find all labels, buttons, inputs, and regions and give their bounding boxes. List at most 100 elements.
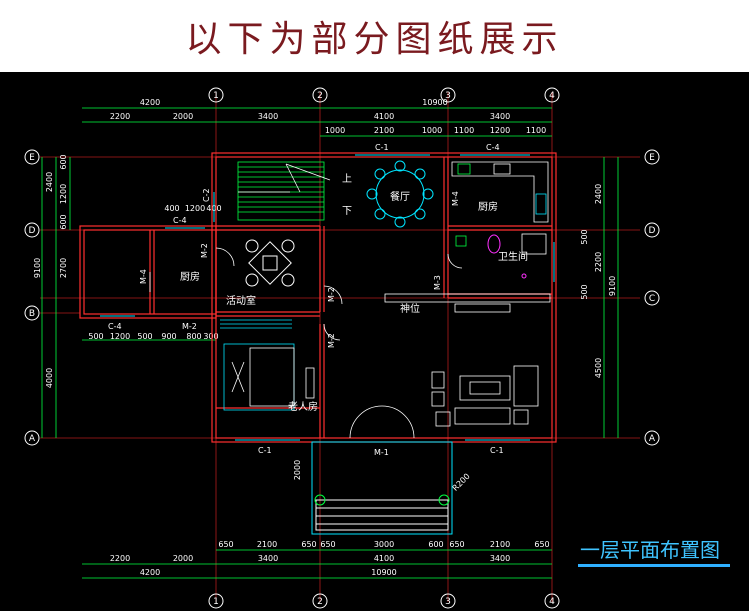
porch-column-left (314, 494, 326, 506)
kitchen-counter (451, 161, 549, 223)
dim-bot-4200: 4200 (140, 568, 160, 577)
window-label-c4-inner: C-4 (173, 216, 187, 225)
dim-porch-2000: 2000 (293, 460, 302, 480)
axis-bubble-left-D (24, 222, 40, 238)
window-label-c4-top: C-4 (486, 143, 500, 152)
axis-bubble-labels: 1 2 3 4 1 2 3 4 E D B A E D C A (29, 91, 656, 607)
dim-top-1000a: 1000 (325, 126, 345, 135)
axis-grid (40, 92, 640, 602)
axis-label-top-1: 1 (213, 91, 219, 101)
room-bathroom: 卫生间 (498, 250, 528, 263)
dim-top-1200: 1200 (490, 126, 510, 135)
dim-left-600b: 600 (59, 214, 68, 229)
dim-bot-3400b: 3400 (490, 554, 510, 563)
dim-bot-2200: 2200 (110, 554, 130, 563)
door-label-m2-elder: M-2 (327, 333, 336, 348)
dim-right-500a: 500 (580, 229, 589, 244)
door-label-m2-hall: M-2 (327, 287, 336, 302)
door-swing-elder (323, 323, 341, 341)
dim-bot-600: 600 (428, 540, 443, 549)
dim-top-2000: 2000 (173, 112, 193, 121)
door-label-m3: M-3 (433, 275, 442, 290)
dim-right-2400: 2400 (594, 184, 603, 204)
banner-title: 以下为部分图纸展示 (185, 19, 564, 60)
dining-table (366, 160, 434, 228)
living-room-furniture (431, 365, 539, 427)
banner: 以下为部分图纸展示 (0, 0, 749, 72)
axis-label-right-C: C (649, 294, 655, 304)
walls (79, 152, 557, 443)
axis-label-right-A: A (649, 434, 656, 444)
sofa-right (513, 365, 539, 407)
bed (223, 343, 295, 411)
coffee-table (459, 375, 511, 401)
elder-room-wardrobe (220, 319, 292, 329)
axis-bubble-left-A (24, 430, 40, 446)
room-kitchen-right: 厨房 (478, 200, 498, 213)
dim-left-9100: 9100 (33, 258, 42, 278)
bathroom-sink (455, 233, 547, 255)
door-label-m2-activity: M-2 (200, 243, 209, 258)
dim-top-4100: 4100 (374, 112, 394, 121)
dim-bot-3000: 3000 (374, 540, 394, 549)
axis-label-left-E: E (29, 153, 35, 163)
axis-bubble-bottom-1 (208, 593, 224, 609)
axis-label-top-3: 3 (445, 91, 451, 101)
dim-wing-800: 800 (186, 332, 201, 341)
axis-bubble-top-3 (440, 87, 456, 103)
toilet (487, 234, 501, 254)
dim-top-10900: 10900 (422, 98, 447, 107)
window-label-c4-wing: C-4 (108, 322, 122, 331)
dim-top-3400b: 3400 (490, 112, 510, 121)
dim-wing-900: 900 (161, 332, 176, 341)
dimension-texts: 4200 10900 2200 2000 3400 4100 3400 1000… (88, 98, 549, 577)
dim-top-1000b: 1000 (422, 126, 442, 135)
axis-label-left-A: A (29, 434, 36, 444)
room-shrine: 神位 (400, 302, 420, 315)
dim-wing-500a: 500 (88, 332, 103, 341)
axis-label-top-4: 4 (549, 91, 555, 101)
dim-left-2700: 2700 (59, 258, 68, 278)
axis-label-right-E: E (649, 153, 655, 163)
staircase (237, 161, 325, 221)
axis-bubble-right-D (644, 222, 660, 238)
axis-bubble-bottom-3 (440, 593, 456, 609)
sofa-bottom (454, 407, 511, 425)
dim-bot-4100: 4100 (374, 554, 394, 563)
dim-top-2100: 2100 (374, 126, 394, 135)
axis-bubble-left-E (24, 149, 40, 165)
door-label-m1: M-1 (374, 448, 389, 457)
dim-bot-650e: 650 (534, 540, 549, 549)
door-label-m4-kitchen: M-4 (451, 191, 460, 206)
door-swings (149, 247, 463, 439)
axis-bubble-top-2 (312, 87, 328, 103)
door-swing-main-left (349, 405, 383, 439)
dim-left-600a: 600 (59, 154, 68, 169)
shrine-cabinet (384, 293, 551, 313)
axis-label-top-2: 2 (317, 91, 323, 101)
dim-right-9100: 9100 (608, 276, 617, 296)
door-swing-bath (447, 253, 463, 269)
game-table-top (248, 241, 292, 285)
door-label-m2-wing: M-2 (182, 322, 197, 331)
dining-table-top (375, 169, 425, 219)
dim-inner-1200: 1200 (185, 204, 205, 213)
dim-bot-650d: 650 (449, 540, 464, 549)
dim-left-4000: 4000 (45, 368, 54, 388)
dim-top-3400a: 3400 (258, 112, 278, 121)
dimension-lines (41, 107, 619, 579)
windows (100, 154, 555, 441)
porch-column-right (438, 494, 450, 506)
room-elder: 老人房 (288, 400, 318, 413)
axis-bubble-top-4 (544, 87, 560, 103)
stairs-up-label: 上 (342, 173, 352, 185)
axis-label-bottom-3: 3 (445, 597, 451, 607)
axis-bubble-bottom-2 (312, 593, 328, 609)
axis-label-right-D: D (649, 226, 656, 236)
dim-wing-500b: 500 (137, 332, 152, 341)
stair-outline (237, 161, 325, 221)
stairs-down-label: 下 (342, 206, 352, 217)
room-kitchen-left: 厨房 (180, 270, 200, 283)
axis-bubble-top-1 (208, 87, 224, 103)
elder-room-bed (223, 343, 315, 411)
